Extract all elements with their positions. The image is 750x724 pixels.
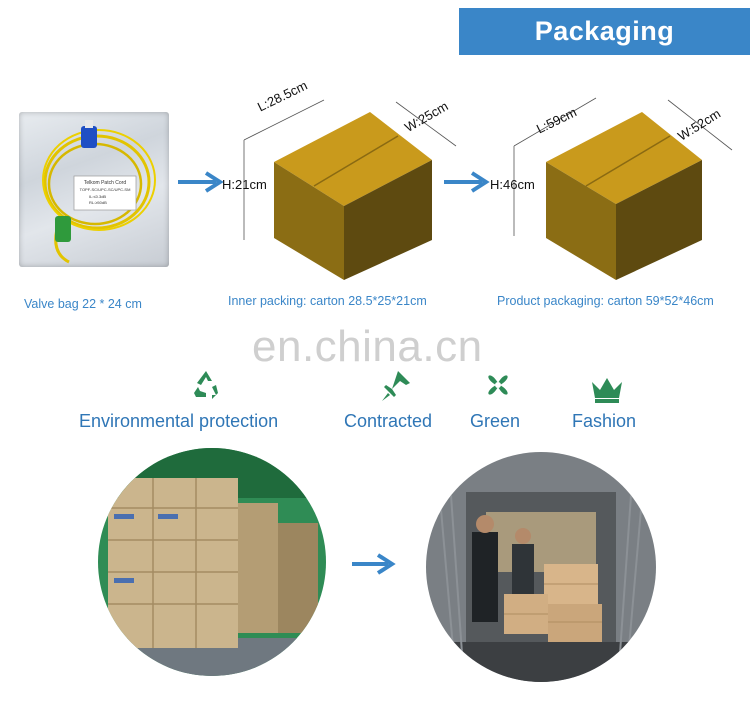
valve-bag-caption: Valve bag 22 * 24 cm (24, 297, 142, 311)
product-packaging-caption: Product packaging: carton 59*52*46cm (497, 294, 714, 308)
container-loading-photo (426, 452, 656, 682)
pushpin-icon (382, 371, 410, 401)
carton-front (546, 162, 616, 280)
carton-top (546, 112, 702, 204)
bag-label-line: Telkom Patch Cord (84, 180, 126, 186)
carton-front (274, 162, 344, 280)
feature-label-fashion: Fashion (572, 411, 637, 431)
inner-carton-illustration (243, 99, 457, 280)
inner-packing-caption: Inner packing: carton 28.5*25*21cm (228, 294, 427, 308)
carton-side (616, 160, 702, 280)
bag-label-line: RL:≥50dB (89, 200, 107, 205)
feature-label-green: Green (470, 411, 521, 431)
green-connector (55, 216, 71, 242)
arrow-right-icon (444, 171, 490, 193)
carton-top (274, 112, 432, 206)
packaging-header: Packaging (459, 8, 750, 55)
arrow-right-icon (352, 553, 396, 575)
watermark: en.china.cn (252, 322, 483, 371)
container-illustration (426, 452, 656, 682)
product-height-label: H:46cm (490, 177, 535, 192)
recycle-icon (194, 371, 218, 399)
bag-label-line: TOPF-SC/UPC-SC/UPC-SM (80, 187, 131, 192)
product-carton-illustration (513, 97, 733, 280)
arrow-right-icon (178, 171, 224, 193)
warehouse-illustration (98, 448, 326, 676)
warehouse-photo (98, 448, 326, 676)
feature-label-contracted: Contracted (344, 411, 433, 431)
header-title: Packaging (534, 16, 675, 46)
carton-side (344, 160, 432, 280)
inner-height-label: H:21cm (222, 177, 267, 192)
bag-label-line: IL:≤0.3dB (89, 194, 106, 199)
clover-icon (488, 375, 508, 395)
feature-label-environmental-protection: Environmental protection (79, 411, 279, 431)
valve-bag-photo: Telkom Patch Cord TOPF-SC/UPC-SC/UPC-SM … (19, 112, 169, 267)
blue-connector (81, 126, 97, 148)
crown-icon (592, 378, 622, 403)
patch-cord-illustration: Telkom Patch Cord TOPF-SC/UPC-SC/UPC-SM … (42, 120, 156, 264)
